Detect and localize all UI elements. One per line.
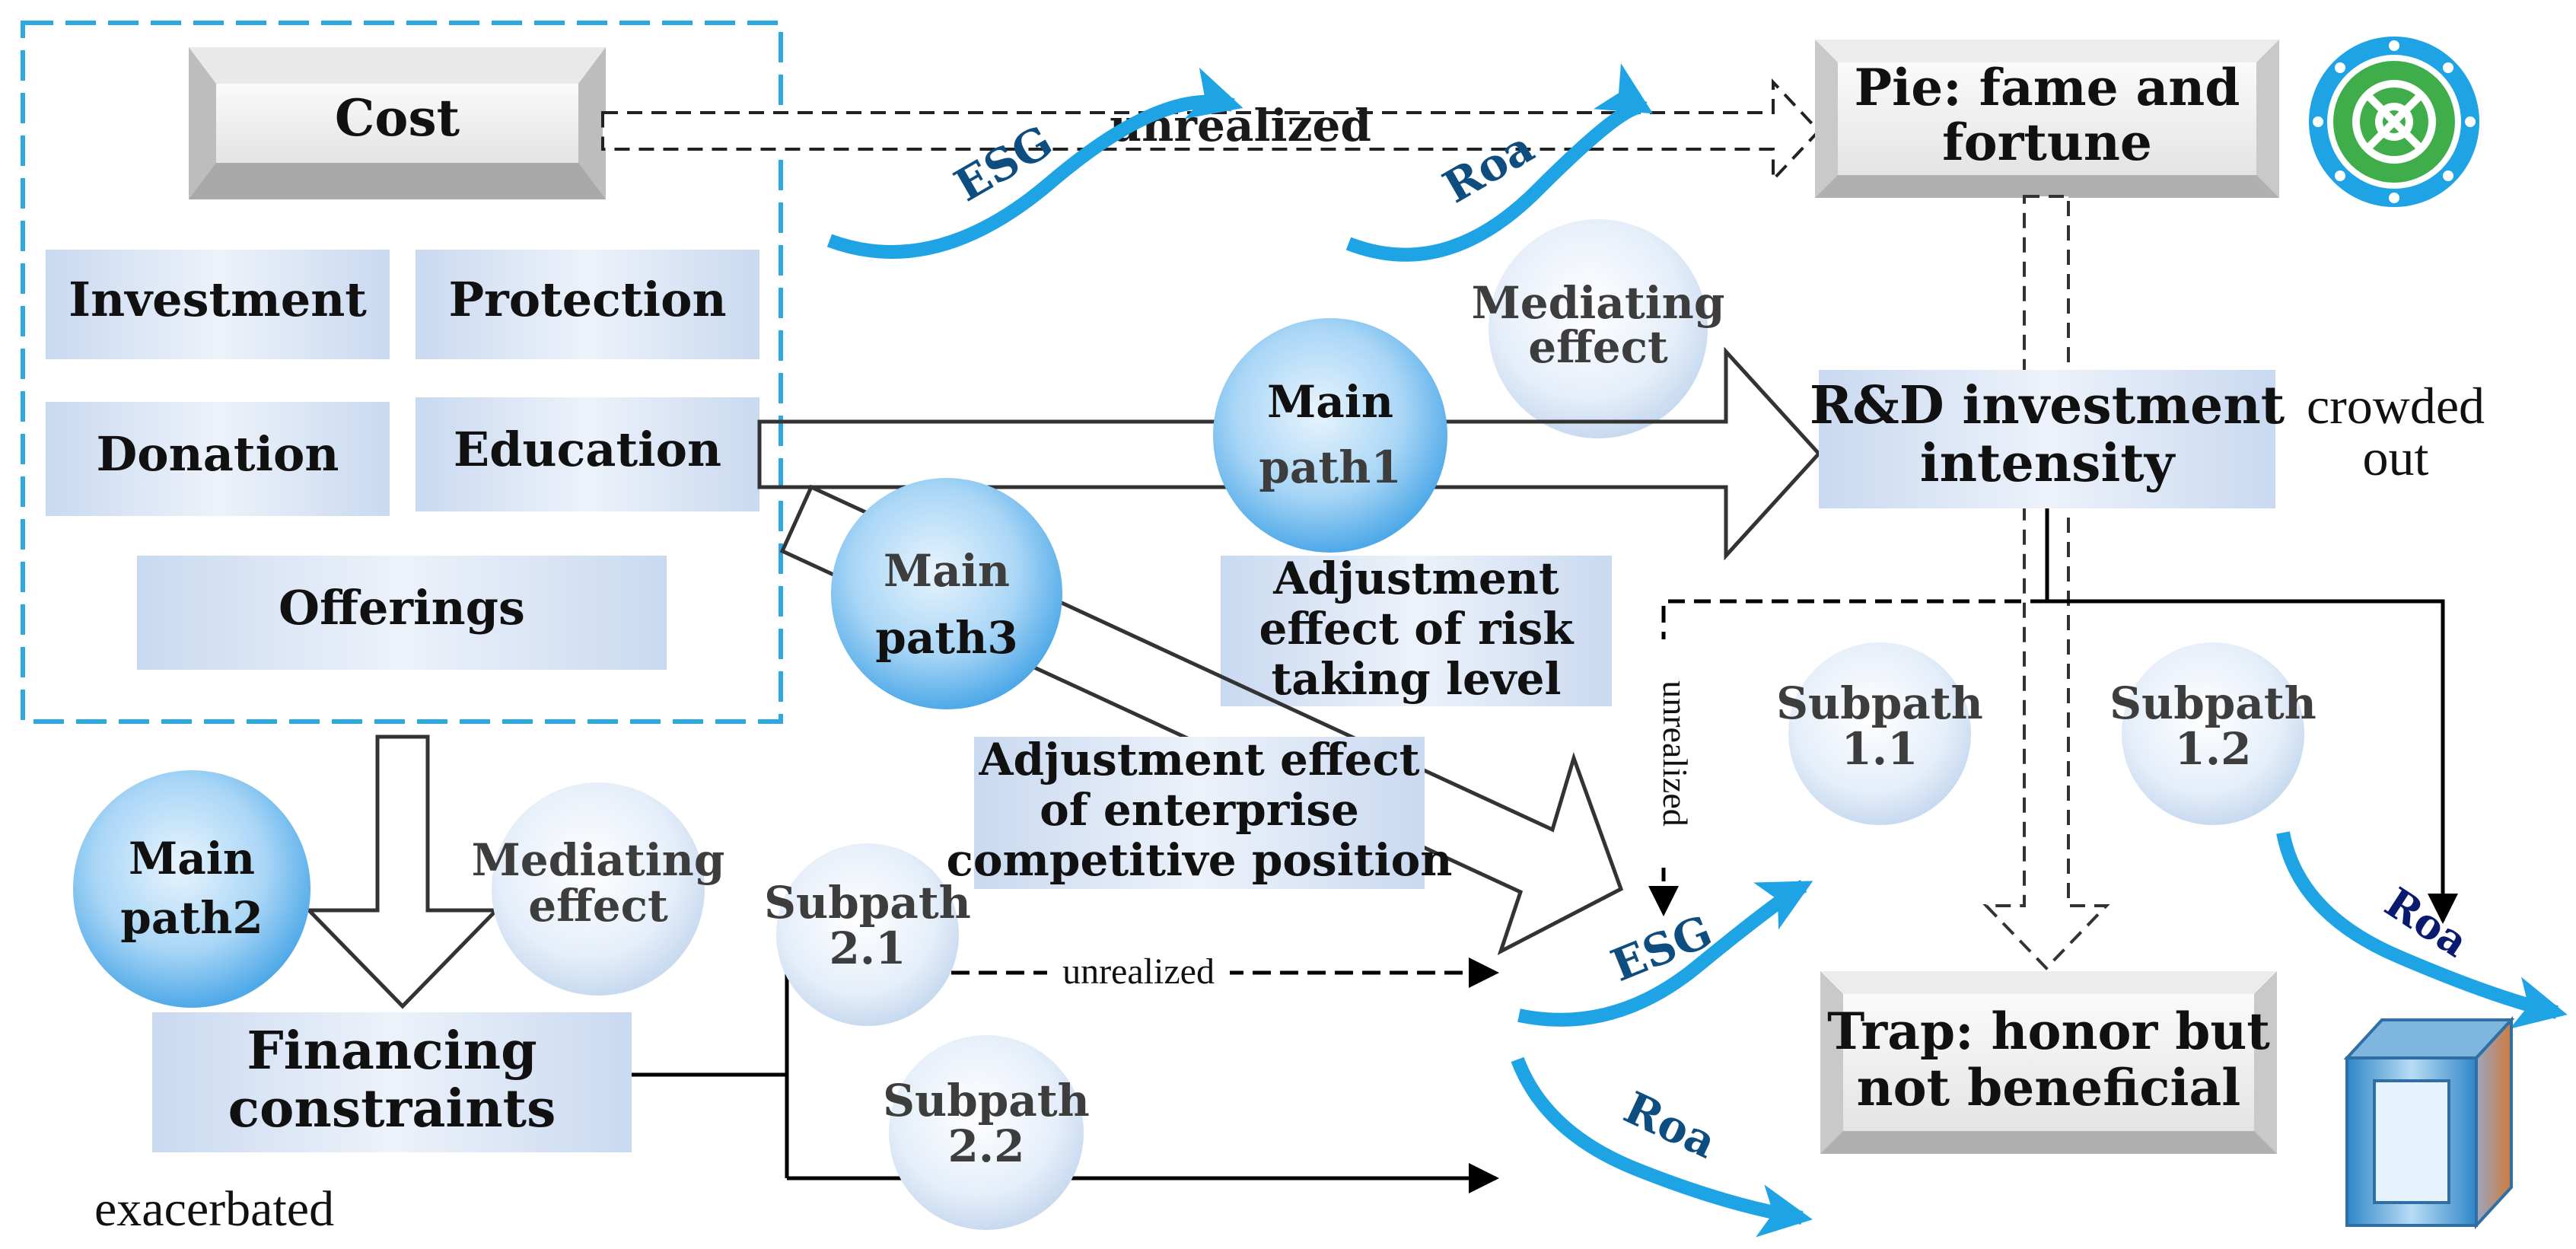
- trap-box-line2: not beneficial: [1857, 1058, 2241, 1117]
- subpath-1-2-line2: 1.2: [2175, 723, 2252, 775]
- cost-item-offerings-label: Offerings: [279, 580, 525, 636]
- unrealized-sub21-label: unrealized: [1062, 951, 1215, 992]
- unrealized-vertical-mask: [1644, 639, 1683, 868]
- esg-mid-label: ESG: [1604, 905, 1719, 992]
- crowded-out-line2: out: [2363, 429, 2429, 486]
- subpath-1-2-line1: Subpath: [2110, 677, 2316, 729]
- adjustment-competitive-box: Adjustment effect of enterprise competit…: [947, 734, 1453, 889]
- main-path3-bubble: Main path3: [831, 478, 1062, 709]
- main-path1-line1: Main: [1267, 376, 1393, 428]
- mediating-top-line2: effect: [1528, 321, 1668, 373]
- cost-item-protection-label: Protection: [448, 272, 726, 327]
- mediating-left-line2: effect: [528, 880, 668, 932]
- adjustment-competitive-line2: of enterprise: [1040, 784, 1359, 836]
- cost-item-education: Education: [416, 397, 759, 511]
- pie-box-line1: Pie: fame and: [1855, 58, 2240, 117]
- cost-header-label: Cost: [335, 88, 460, 148]
- crowded-out-line1: crowded: [2307, 377, 2485, 435]
- roa-bottom-curve-arrow: [1511, 1056, 1813, 1238]
- main-path2-line2: path2: [120, 892, 263, 944]
- top-unrealized-label: unrealized: [1110, 100, 1371, 151]
- cost-item-donation-label: Donation: [97, 426, 339, 482]
- subpath-1-2-bubble: Subpath 1.2: [2110, 642, 2316, 825]
- mediating-effect-top-bubble: Mediating effect: [1472, 219, 1725, 438]
- adjustment-competitive-line1: Adjustment effect: [978, 734, 1419, 785]
- rd-intensity-box: R&D investment intensity: [1810, 370, 2285, 508]
- rd-box-line2: intensity: [1920, 433, 2176, 494]
- unrealized-vertical-label: unrealized: [1656, 680, 1695, 827]
- cost-item-investment-label: Investment: [68, 272, 367, 327]
- mediating-left-line1: Mediating: [472, 834, 725, 886]
- adjustment-risk-line2: effect of risk: [1259, 603, 1575, 655]
- cost-item-offerings: Offerings: [137, 556, 667, 670]
- subpath-2-2-line1: Subpath: [883, 1075, 1090, 1126]
- down-hollow-arrow: [304, 734, 501, 1009]
- pie-box: Pie: fame and fortune: [1815, 40, 2279, 198]
- adjustment-risk-line1: Adjustment: [1272, 553, 1559, 604]
- main-path2-line1: Main: [129, 833, 255, 884]
- top-hollow-arrow: [601, 78, 1821, 184]
- subpath-2-1-line2: 2.1: [829, 922, 906, 974]
- target-gear-icon: [2309, 37, 2479, 207]
- main-path3-line2: path3: [875, 612, 1017, 664]
- cost-item-donation: Donation: [46, 402, 390, 516]
- mediating-top-line1: Mediating: [1472, 277, 1725, 329]
- cost-header-box: Cost: [189, 47, 606, 199]
- subpath-2-1-line1: Subpath: [764, 877, 971, 929]
- main-path1-line2: path1: [1259, 441, 1401, 493]
- subpath-2-2-line2: 2.2: [948, 1120, 1025, 1172]
- pie-box-line2: fortune: [1942, 113, 2152, 172]
- unrealized-sub21-mask: [1047, 954, 1230, 991]
- subpath-1-1-line1: Subpath: [1776, 677, 1983, 729]
- financing-constraints-box: Financing constraints: [152, 1012, 632, 1152]
- roa-top-curve-arrow: [1345, 63, 1654, 262]
- subpath-1-1-bubble: Subpath 1.1: [1776, 642, 1983, 825]
- cost-item-investment: Investment: [46, 250, 390, 359]
- main-path3-line1: Main: [884, 545, 1010, 597]
- cost-item-protection: Protection: [416, 250, 759, 359]
- financing-line2: constraints: [228, 1079, 556, 1139]
- trap-box: Trap: honor but not beneficial: [1820, 971, 2277, 1154]
- rd-box-line1: R&D investment: [1810, 375, 2285, 436]
- rd-connector-line: [2045, 508, 2458, 924]
- esg-top-curve-arrow: [826, 67, 1243, 259]
- adjustment-risk-line3: taking level: [1271, 653, 1561, 705]
- adjustment-risk-box: Adjustment effect of risk taking level: [1221, 553, 1612, 706]
- adjustment-competitive-line3: competitive position: [947, 834, 1453, 886]
- subpath-2-2-bubble: Subpath 2.2: [883, 1035, 1090, 1230]
- roa-bottom-label: Roa: [1616, 1082, 1724, 1168]
- main-path1-bubble: Main path1: [1213, 318, 1447, 553]
- esg-mid-curve-arrow: [1517, 880, 1813, 1027]
- cube-block-icon: [2343, 1015, 2515, 1230]
- subpath-1-1-line2: 1.1: [1842, 723, 1918, 775]
- cost-item-education-label: Education: [454, 422, 721, 477]
- main-path2-bubble: Main path2: [73, 770, 310, 1008]
- subpath-2-1-bubble: Subpath 2.1: [764, 843, 971, 1026]
- trap-box-line1: Trap: honor but: [1827, 1002, 2270, 1061]
- mediating-effect-left-bubble: Mediating effect: [472, 782, 725, 996]
- roa-right-curve-arrow: [2276, 831, 2568, 1029]
- cost-group-frame: [21, 21, 783, 724]
- exacerbated-note: exacerbated: [94, 1181, 334, 1237]
- financing-line1: Financing: [247, 1021, 537, 1082]
